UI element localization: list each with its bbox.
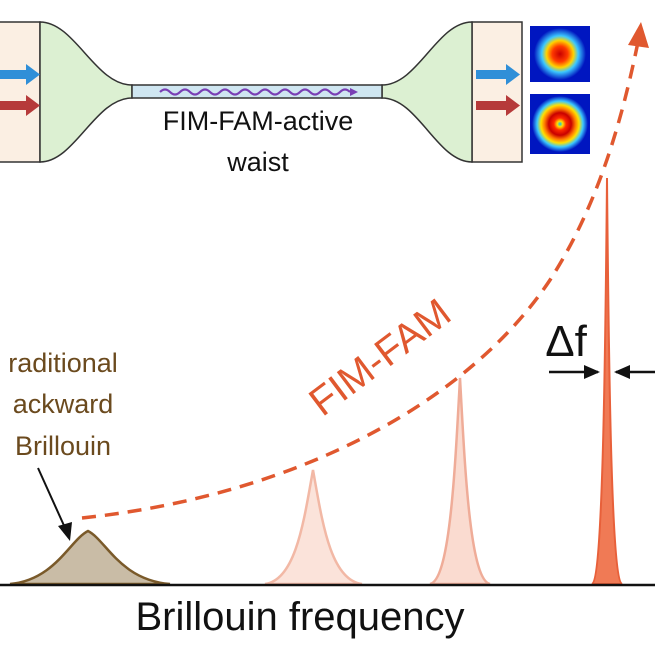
waist-label-line2: waist	[226, 147, 289, 177]
traditional-label-line1: raditional	[8, 348, 118, 378]
tapered-fiber	[0, 21, 523, 163]
acoustic-wave-icon	[159, 88, 351, 96]
fim-fam-trend-label: FIM-FAM	[301, 291, 459, 425]
fim-fam-peak-1	[264, 469, 363, 586]
red-output-arrow-icon	[476, 95, 520, 116]
trend-arrowhead-icon	[628, 22, 649, 48]
fim-fam-peak-2	[429, 377, 491, 586]
fim-fam-peak-3	[591, 177, 623, 585]
traditional-pointer-arrowhead-icon	[58, 522, 72, 541]
acoustic-wave-arrowhead-icon	[350, 88, 358, 96]
traditional-pointer-line	[37, 467, 67, 531]
right-linewidth-arrowhead-icon	[614, 365, 630, 379]
traditional-label-line3: Brillouin	[15, 431, 111, 461]
traditional-brillouin-peak	[9, 529, 171, 586]
x-axis-label: Brillouin frequency	[135, 595, 464, 639]
right-fiber-block	[471, 21, 523, 163]
donut-mode-icon	[530, 94, 590, 154]
fundamental-mode-icon	[530, 26, 590, 82]
left-linewidth-arrowhead-icon	[584, 365, 600, 379]
blue-output-arrow-icon	[476, 64, 520, 85]
left-fiber-block	[0, 21, 41, 163]
traditional-label-line2: ackward	[13, 389, 114, 419]
fim-fam-trend-curve	[81, 41, 640, 520]
red-input-arrow-icon	[0, 95, 40, 116]
left-taper	[39, 21, 133, 163]
right-taper	[381, 21, 473, 163]
linewidth-arrows	[549, 365, 655, 379]
blue-input-arrow-icon	[0, 64, 40, 85]
linewidth-label: Δf	[545, 317, 587, 366]
waist-label-line1: FIM-FAM-active	[163, 106, 354, 136]
